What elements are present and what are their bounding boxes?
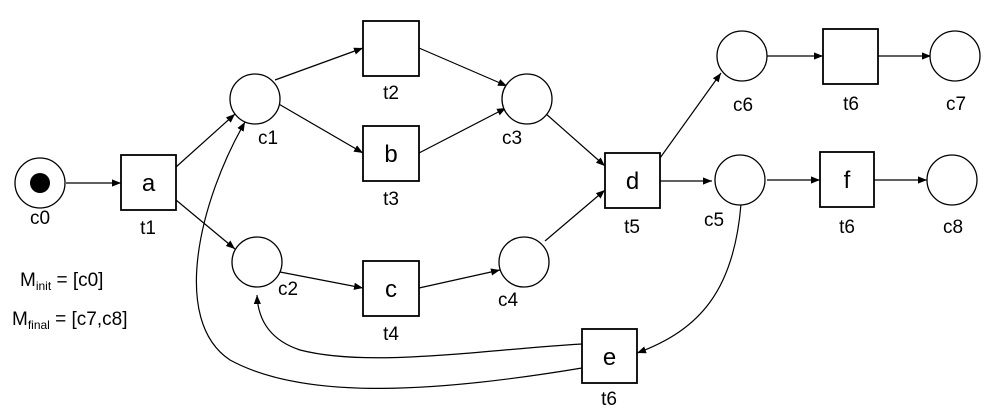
name-c4: c4 bbox=[498, 290, 519, 311]
name-t3: t3 bbox=[383, 189, 399, 210]
name-c8: c8 bbox=[943, 217, 963, 238]
label-in-t1: a bbox=[142, 170, 156, 197]
arc-c2-t4 bbox=[279, 271, 364, 290]
name-c7: c7 bbox=[946, 94, 966, 115]
name-t6a: t6 bbox=[843, 94, 859, 115]
place-c2 bbox=[231, 236, 283, 288]
label-in-t3: b bbox=[384, 141, 397, 168]
transition-t2 bbox=[362, 20, 420, 77]
marking-final-symbol: M bbox=[12, 309, 28, 330]
arc-t6c-c2 bbox=[253, 294, 583, 359]
arc-t6c-c1 bbox=[195, 121, 583, 389]
arc-c1-t2 bbox=[274, 47, 364, 81]
place-c5 bbox=[714, 154, 766, 206]
label-in-t4: c bbox=[385, 276, 397, 303]
name-t1: t1 bbox=[140, 218, 156, 239]
arc-t1-c1 bbox=[175, 113, 236, 168]
transition-t6c bbox=[581, 328, 638, 384]
arc-c5-t6c bbox=[636, 203, 742, 354]
marking-final-subscript: final bbox=[28, 318, 50, 332]
label-in-t5: d bbox=[626, 168, 639, 195]
transitions bbox=[120, 20, 879, 384]
name-t4: t4 bbox=[383, 324, 399, 345]
name-c3: c3 bbox=[502, 128, 522, 149]
place-names: c0 c1 c2 c3 c4 c5 c6 c7 c8 bbox=[30, 94, 966, 311]
name-t5: t5 bbox=[624, 217, 640, 238]
arc-t2-c3 bbox=[418, 47, 508, 87]
arc-t4-c4 bbox=[418, 268, 501, 289]
place-c3 bbox=[501, 73, 553, 125]
place-c6 bbox=[716, 30, 768, 82]
name-c2: c2 bbox=[278, 279, 298, 300]
arcs bbox=[66, 47, 931, 389]
name-c0: c0 bbox=[30, 208, 50, 229]
transition-labels: a b c d f e bbox=[142, 141, 851, 371]
label-in-t6b: f bbox=[844, 167, 851, 194]
arc-t1-c2 bbox=[175, 199, 236, 250]
transition-t6b bbox=[819, 151, 875, 208]
marking-final-value: = [c7,c8] bbox=[50, 309, 128, 330]
transition-t5 bbox=[604, 152, 661, 209]
marking-legend: Minit = [c0] Mfinal = [c7,c8] bbox=[12, 270, 127, 332]
places bbox=[14, 30, 981, 288]
token-c0 bbox=[30, 173, 50, 193]
name-c5: c5 bbox=[704, 210, 724, 231]
transition-t6a bbox=[822, 28, 879, 85]
name-t6c: t6 bbox=[601, 389, 617, 410]
name-c6: c6 bbox=[733, 95, 753, 116]
arc-t3-c3 bbox=[418, 107, 507, 154]
transition-t1 bbox=[120, 154, 177, 211]
arc-t5-c6 bbox=[659, 72, 722, 159]
name-t2: t2 bbox=[383, 83, 399, 104]
transition-t4 bbox=[362, 260, 420, 317]
marking-final: Mfinal = [c7,c8] bbox=[12, 309, 127, 332]
place-c8 bbox=[926, 154, 978, 206]
place-c7 bbox=[929, 30, 981, 82]
marking-init-subscript: init bbox=[36, 279, 52, 293]
transition-t3 bbox=[362, 125, 420, 182]
place-c1 bbox=[229, 73, 281, 125]
transition-names: t1 t2 t3 t4 t5 t6 t6 t6 bbox=[140, 83, 859, 410]
name-t6b: t6 bbox=[839, 217, 855, 238]
arc-c1-t3 bbox=[276, 102, 364, 154]
label-in-t6c: e bbox=[603, 344, 616, 371]
marking-init: Minit = [c0] bbox=[20, 270, 103, 293]
marking-init-symbol: M bbox=[20, 270, 36, 291]
marking-init-value: = [c0] bbox=[51, 270, 103, 291]
arc-c3-t5 bbox=[544, 112, 606, 167]
name-c1: c1 bbox=[258, 128, 278, 149]
arc-c4-t5 bbox=[544, 189, 606, 242]
place-c4 bbox=[498, 236, 550, 288]
